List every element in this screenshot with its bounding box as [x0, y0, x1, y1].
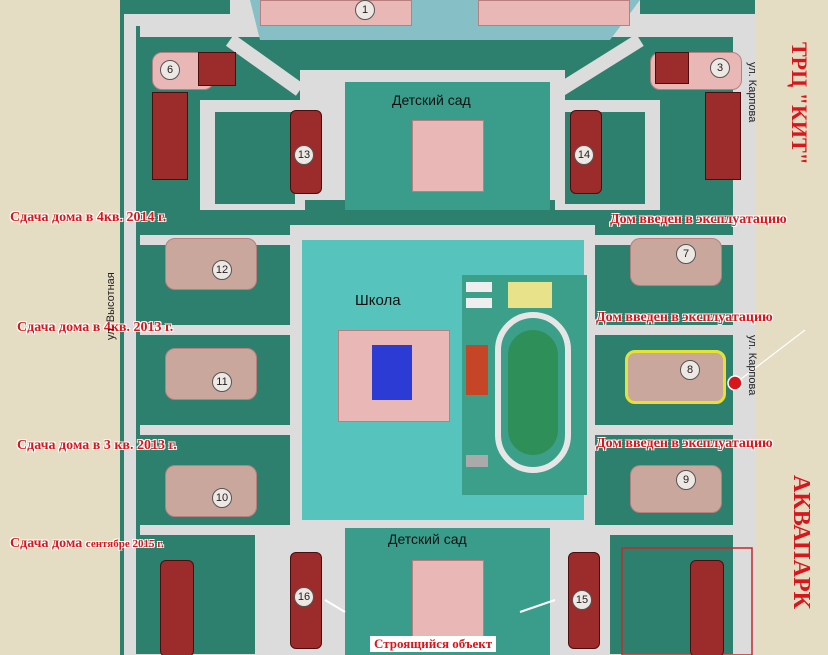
aquapark-label: АКВАПАРК	[788, 475, 814, 610]
building-number-1: 1	[355, 0, 375, 20]
building-number-16: 16	[294, 587, 314, 607]
kindergarten-top-building[interactable]	[412, 120, 484, 192]
street-karpova-top-label: ул. Карпова	[746, 62, 758, 123]
building-number-10: 10	[212, 488, 232, 508]
status-label-house-8: Дом введен в эксплуатацию	[596, 310, 773, 325]
status-label-house-11: Сдача дома в 4кв. 2013 г.	[17, 320, 174, 335]
status-label-house-10: Сдача дома в 3 кв. 2013 г.	[17, 438, 177, 453]
status-label-sep-prefix: Сдача дома	[10, 536, 83, 551]
street-karpova-mid-label: ул. Карпова	[746, 335, 758, 396]
building-number-15: 15	[572, 590, 592, 610]
status-label-house-7: Дом введен в эксплуатацию	[610, 212, 787, 227]
building-bottom-left[interactable]	[160, 560, 194, 655]
school-label: Школа	[355, 292, 401, 309]
building-number-12: 12	[212, 260, 232, 280]
building-number-3: 3	[710, 58, 730, 78]
building-number-9: 9	[676, 470, 696, 490]
status-label-sep-2015: Сдача дома сентябре 2015 г.	[10, 536, 164, 552]
building-number-11: 11	[212, 372, 232, 392]
kindergarten-bottom-label: Детский сад	[388, 531, 467, 547]
trc-kit-label: ТРЦ "КИТ"	[787, 42, 812, 165]
building-9[interactable]	[630, 465, 722, 513]
building-6-body[interactable]	[152, 92, 188, 180]
building-number-7: 7	[676, 244, 696, 264]
building-2-block[interactable]	[478, 0, 630, 26]
building-aquapark[interactable]	[690, 560, 724, 655]
building-6-wing[interactable]	[198, 52, 236, 86]
building-number-8: 8	[680, 360, 700, 380]
building-number-13: 13	[294, 145, 314, 165]
building-number-14: 14	[574, 145, 594, 165]
building-7[interactable]	[630, 238, 722, 286]
building-3-wing[interactable]	[655, 52, 689, 84]
building-8-highlighted[interactable]	[625, 350, 726, 404]
status-label-sep-suffix: сентябре 2015 г.	[85, 538, 164, 550]
status-label-house-12: Сдача дома в 4кв. 2014 г.	[10, 210, 167, 225]
building-12[interactable]	[165, 238, 257, 290]
building-10[interactable]	[165, 465, 257, 517]
kindergarten-top-label: Детский сад	[392, 92, 471, 108]
construction-label: Строящийся объект	[370, 636, 497, 652]
street-vysotnaya-label: ул. Высотная	[105, 272, 117, 340]
building-11[interactable]	[165, 348, 257, 400]
building-number-6: 6	[160, 60, 180, 80]
status-label-house-9: Дом введен в эксплуатацию	[596, 436, 773, 451]
school-roof	[372, 345, 412, 400]
building-1-block[interactable]	[260, 0, 412, 26]
building-3-body[interactable]	[705, 92, 741, 180]
